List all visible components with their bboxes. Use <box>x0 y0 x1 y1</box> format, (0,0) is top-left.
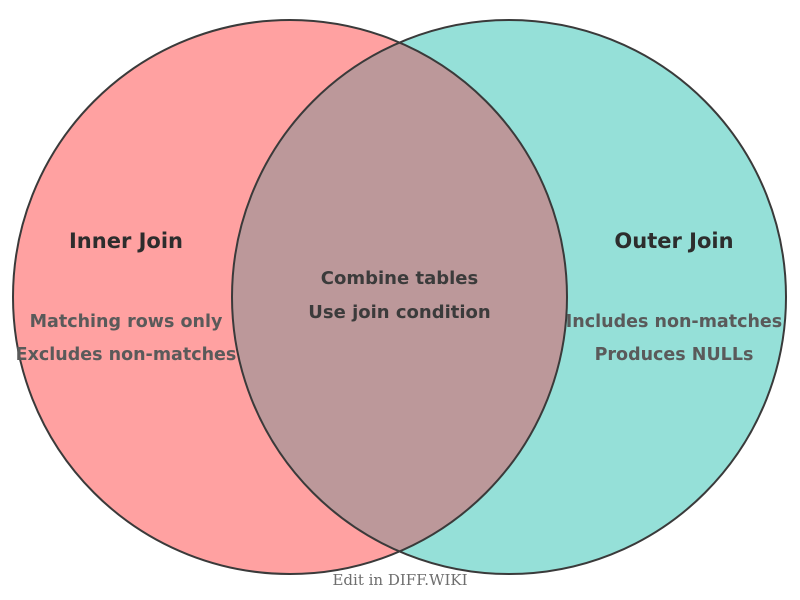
outer-join-detail-2: Produces NULLs <box>595 345 754 365</box>
outer-join-circle-outline <box>231 19 787 575</box>
inner-join-circle-outline <box>12 19 568 575</box>
outer-join-title: Outer Join <box>614 229 733 253</box>
outer-join-detail-1: Includes non-matches <box>566 312 782 332</box>
inner-join-detail-2: Excludes non-matches <box>16 345 237 365</box>
inner-join-detail-1: Matching rows only <box>30 312 223 332</box>
inner-join-title: Inner Join <box>69 229 183 253</box>
overlap-detail-2: Use join condition <box>308 302 490 323</box>
overlap-region <box>232 42 567 552</box>
overlap-detail-1: Combine tables <box>321 268 478 289</box>
edit-in-diffwiki-link[interactable]: Edit in DIFF.WIKI <box>332 571 467 589</box>
